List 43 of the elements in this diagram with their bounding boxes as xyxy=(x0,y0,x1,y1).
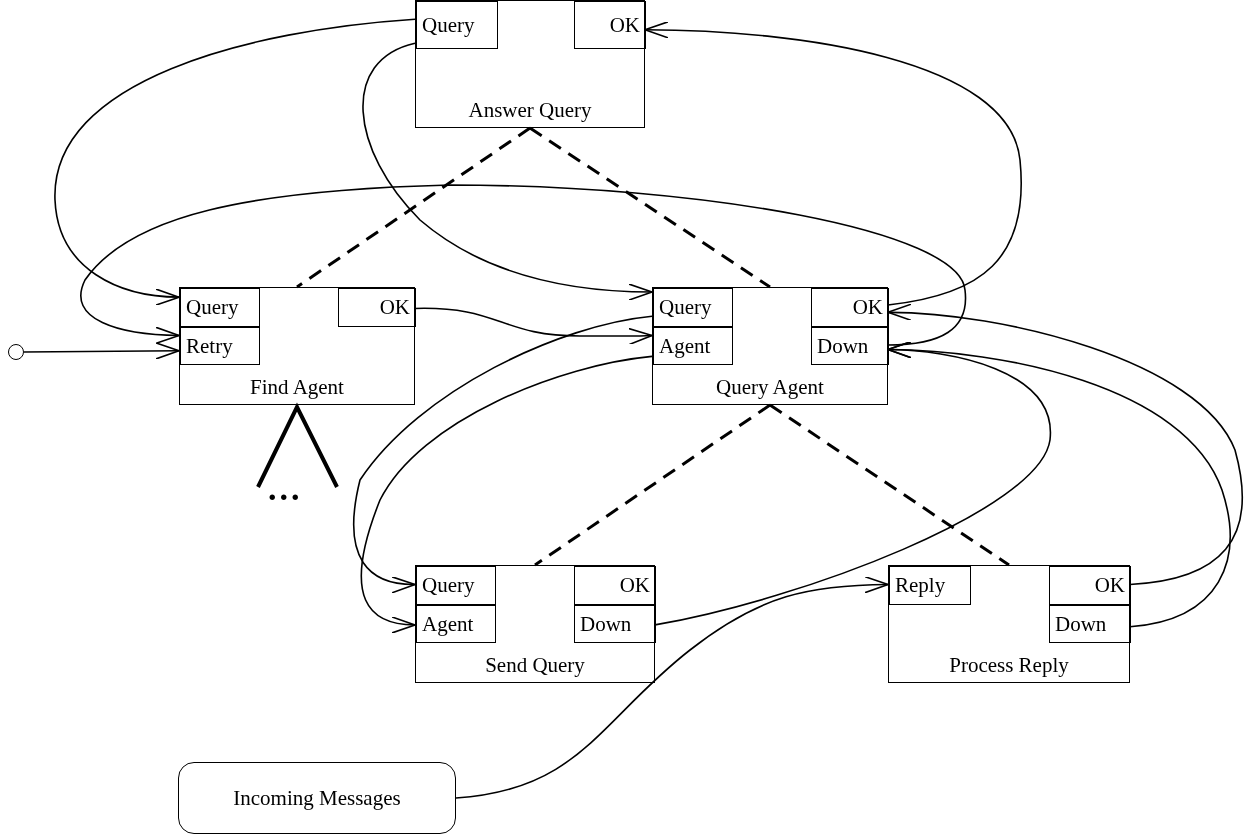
arrow xyxy=(80,184,967,346)
arrow xyxy=(644,21,1023,306)
ellipsis: ... xyxy=(268,470,303,508)
box-title: Find Agent xyxy=(250,375,344,400)
arrow xyxy=(353,315,653,593)
box-title: Send Query xyxy=(485,653,585,678)
arrow xyxy=(362,42,653,301)
box-title: Answer Query xyxy=(468,98,592,123)
port-box: Down xyxy=(811,327,889,365)
arrow xyxy=(455,576,889,799)
port-box: Query xyxy=(416,1,498,49)
port-box: OK xyxy=(574,566,656,605)
port-box: Agent xyxy=(416,605,496,643)
port-box: Reply xyxy=(889,566,971,605)
arrow xyxy=(360,355,653,633)
component-box xyxy=(652,287,888,405)
box-title: Query Agent xyxy=(716,375,824,400)
arrow xyxy=(23,342,180,360)
component-box xyxy=(415,0,645,128)
box-title: Process Reply xyxy=(949,653,1069,678)
dashed-line xyxy=(534,403,771,567)
port-box: OK xyxy=(811,288,889,327)
arrow xyxy=(414,307,653,346)
port-box: Query xyxy=(416,566,496,605)
component-box xyxy=(888,565,1130,683)
port-box: OK xyxy=(338,288,416,327)
arrow xyxy=(54,18,416,305)
port-box: Down xyxy=(574,605,656,643)
arrow xyxy=(887,304,1243,586)
port-box: Query xyxy=(653,288,733,327)
component-box xyxy=(179,287,415,405)
port-box: Agent xyxy=(653,327,733,365)
dashed-line xyxy=(529,126,771,289)
component-box xyxy=(415,565,655,683)
dashed-line xyxy=(769,403,1010,567)
port-box: Retry xyxy=(180,327,260,365)
dashed-line xyxy=(296,126,531,289)
port-box: Query xyxy=(180,288,260,327)
port-box: OK xyxy=(574,1,646,49)
port-box: Down xyxy=(1049,605,1131,643)
rounded-box: Incoming Messages xyxy=(178,762,456,834)
port-box: OK xyxy=(1049,566,1131,605)
arrow xyxy=(887,341,1231,628)
